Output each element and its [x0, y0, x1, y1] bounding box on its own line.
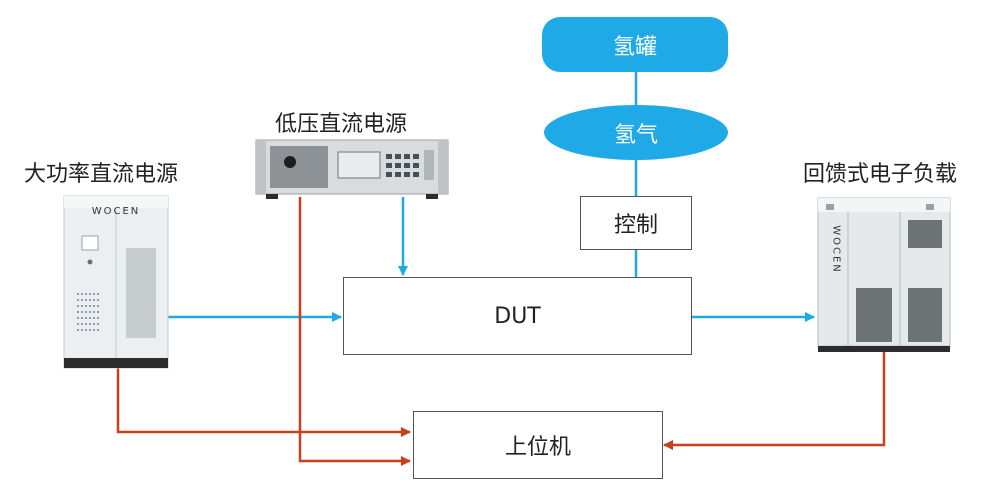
dut-label: DUT	[494, 303, 541, 329]
arrow-lv-supply-to-host	[298, 197, 411, 466]
hp-supply-brand-logo: WOCEN	[91, 206, 141, 217]
control-label: 控制	[613, 213, 658, 238]
communication-lines	[116, 197, 886, 466]
hp-supply-grille	[77, 293, 99, 331]
arrow-load-to-host	[663, 350, 886, 450]
hydrogen-gas-label: 氢气	[613, 122, 658, 148]
high-power-dc-supply-label: 大功率直流电源	[24, 162, 179, 187]
high-power-dc-supply-icon	[63, 195, 169, 369]
hydrogen-tank-label: 氢罐	[612, 34, 657, 60]
host-pc-label: 上位机	[504, 435, 571, 460]
hydrogen-tank-node: 氢罐	[542, 17, 728, 72]
hydrogen-gas-node: 氢气	[544, 105, 728, 160]
load-brand-logo: WOCEN	[830, 225, 842, 274]
regenerative-load-label: 回馈式电子负载	[803, 162, 958, 187]
control-node: 控制	[580, 196, 692, 250]
low-voltage-dc-supply-icon	[255, 139, 449, 199]
arrow-hp-supply-to-host	[116, 368, 411, 437]
regenerative-load-icon	[817, 197, 951, 352]
host-pc-node: 上位机	[413, 411, 663, 479]
low-voltage-dc-supply-label: 低压直流电源	[275, 112, 408, 137]
power-flow-lines	[168, 72, 815, 322]
dut-node: DUT	[343, 277, 692, 355]
